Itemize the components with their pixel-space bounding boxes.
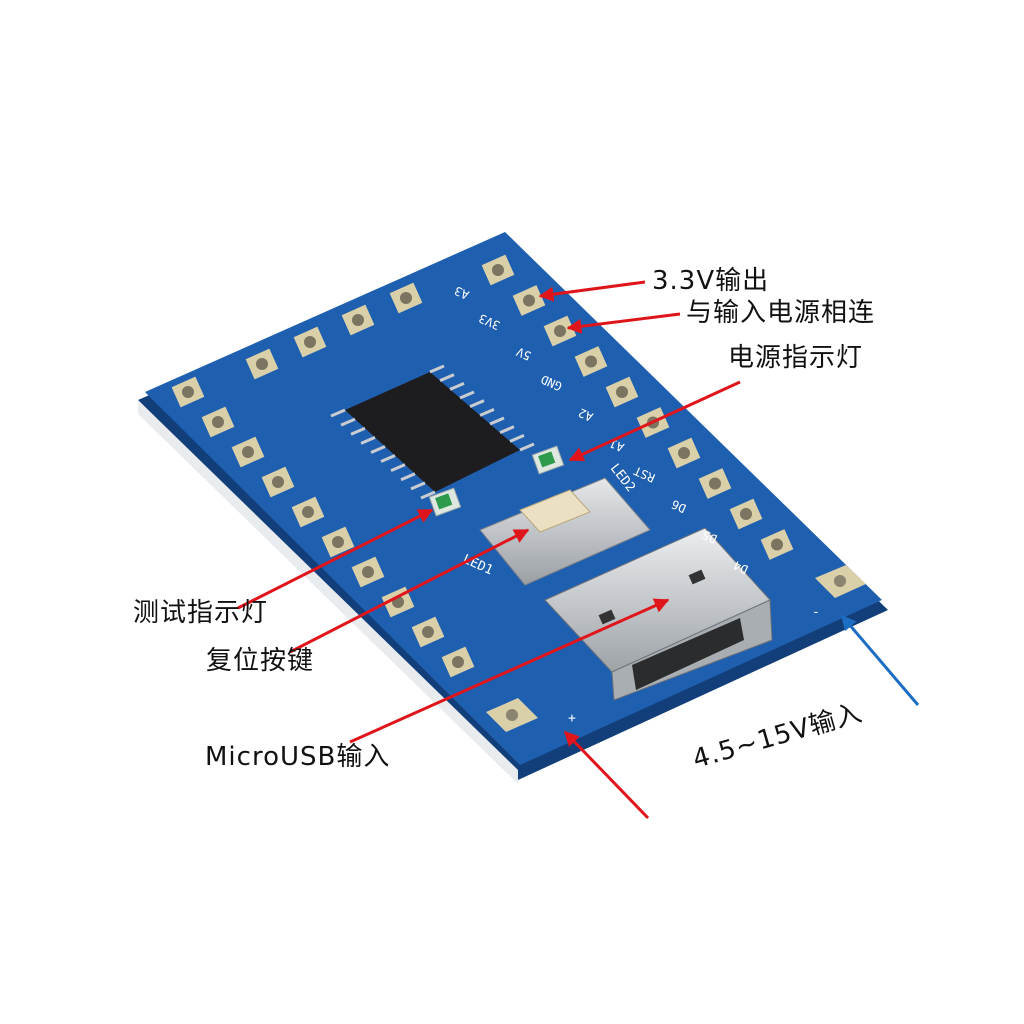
arrow-power-led (568, 380, 741, 462)
top-pin-hole-drill (709, 477, 721, 490)
callout-arrows (237, 280, 920, 820)
pcb-side-white (138, 400, 518, 784)
microcontroller-chip (330, 364, 535, 500)
arrow-minus (840, 614, 920, 706)
left-pin-hole-drill (332, 536, 344, 548)
label-power-led: 电源指示灯 (728, 343, 864, 373)
chip-leg (420, 490, 436, 500)
swd-pin-hole-drill (352, 314, 364, 326)
top-pin-hole-drill (554, 325, 566, 337)
chip-leg (449, 381, 465, 391)
silk-plus: + (568, 711, 576, 726)
swd-pin-hole-drill (256, 358, 268, 370)
power-input-pads (486, 565, 866, 732)
chip-leg (380, 454, 396, 463)
chip-leg (429, 364, 445, 374)
chip-leg (489, 416, 505, 426)
label-test-led: 测试指示灯 (133, 598, 269, 628)
swd-pin-hole-drill (400, 292, 412, 304)
top-pin-row (481, 254, 794, 560)
silk-top-pin-label: A2 (576, 405, 595, 424)
left-pin-hole-drill (452, 656, 464, 668)
arrow-3v3 (538, 280, 646, 302)
chip-leg (459, 390, 475, 400)
arrow-usb (349, 598, 670, 744)
power-led (531, 445, 565, 475)
left-pin-hole-drill (422, 626, 434, 638)
arrow-test-led (237, 508, 434, 610)
chip-leg (519, 442, 535, 452)
silk-top-pin-label: 5V (514, 344, 533, 363)
top-pin-hole-drill (616, 386, 628, 398)
chip-leg (499, 425, 515, 435)
reset-button (479, 477, 651, 586)
chip-leg (509, 433, 525, 443)
left-pin-hole-drill (272, 476, 284, 488)
left-pin-hole-drill (242, 446, 254, 458)
left-pin-hole-drill (182, 386, 194, 398)
label-microusb-input: MicroUSB输入 (205, 742, 391, 772)
chip-leg (390, 463, 406, 473)
left-pin-hole-drill (212, 416, 224, 428)
top-pin-hole-drill (771, 538, 783, 551)
top-pin-hole-drill (523, 294, 535, 307)
left-pin-hole-drill (362, 566, 374, 578)
arrow-connected (566, 312, 681, 334)
chip-leg (479, 407, 495, 417)
chip-leg (350, 426, 366, 436)
chip-leg (410, 481, 426, 491)
silk-top-pin-label: A3 (452, 283, 471, 302)
chip-leg (400, 472, 416, 482)
arrow-plus (563, 730, 650, 820)
swd-pin-hole-drill (304, 336, 316, 348)
label-reset-button: 复位按键 (206, 646, 315, 676)
top-pin-hole-drill (678, 447, 690, 459)
chip-leg (360, 435, 376, 445)
silk-top-pin-label: D5 (700, 527, 719, 546)
chip-leg (439, 373, 455, 383)
label-3v3-output: 3.3V输出 (652, 266, 770, 296)
top-pin-hole-drill (492, 264, 504, 276)
chip-leg (370, 445, 386, 454)
label-connected-input-power: 与输入电源相连 (686, 298, 876, 328)
chip-leg (340, 417, 356, 427)
silk-minus: - (812, 605, 820, 620)
chip-leg (330, 408, 346, 418)
chip-leg (469, 399, 485, 409)
top-pin-hole-drill (585, 355, 597, 368)
top-pin-hole-drill (740, 508, 752, 520)
test-led (428, 487, 462, 517)
swd-pin-row (245, 282, 423, 380)
left-pin-row (171, 376, 475, 678)
left-pin-hole-drill (302, 506, 314, 518)
silk-top-pin-label: D4 (731, 558, 750, 577)
arrow-reset (289, 528, 530, 654)
silk-top-pin-label: D6 (669, 497, 688, 516)
